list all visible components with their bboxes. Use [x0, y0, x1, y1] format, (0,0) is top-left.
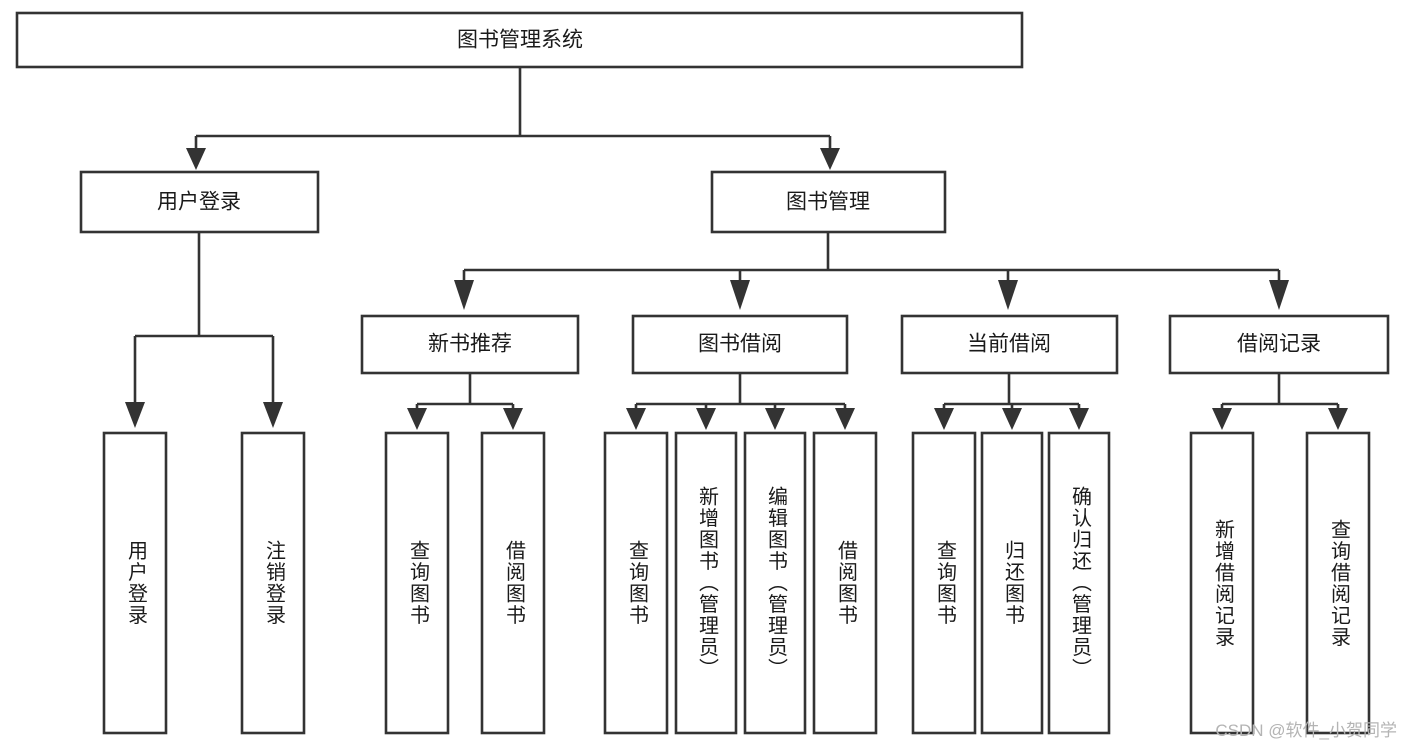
leaf-box-query-book-1[interactable]	[384, 431, 450, 735]
node-book-borrow-label: 图书借阅	[698, 333, 782, 356]
arrow-to-leaf-add-record	[1212, 408, 1232, 430]
leaf-box-add-record[interactable]	[1189, 431, 1255, 735]
node-book-manage[interactable]: 图书管理	[710, 170, 947, 234]
arrow-to-current-borrow	[998, 280, 1018, 310]
node-new-book-recommend[interactable]: 新书推荐	[360, 314, 580, 375]
node-borrow-record-label: 借阅记录	[1237, 333, 1321, 356]
leaf-box-add-book[interactable]	[674, 431, 738, 735]
watermark-text: CSDN @软件_小贺同学	[1215, 721, 1397, 740]
leaf-box-query-book-2[interactable]	[603, 431, 669, 735]
arrow-to-leaf-add-book	[696, 408, 716, 430]
arrow-to-leaf-borrow-book-1	[503, 408, 523, 430]
arrow-to-leaf-borrow-book-2	[835, 408, 855, 430]
leaf-box-confirm-return[interactable]	[1047, 431, 1111, 735]
node-book-borrow[interactable]: 图书借阅	[631, 314, 849, 375]
node-user-login-label: 用户登录	[157, 191, 241, 214]
node-root-box[interactable]	[15, 11, 1024, 69]
leaf-box-edit-book[interactable]	[743, 431, 807, 735]
arrow-to-leaf-logout	[263, 402, 283, 428]
arrow-to-leaf-return-book	[1002, 408, 1022, 430]
node-new-book-recommend-label: 新书推荐	[428, 333, 512, 356]
leaf-box-query-book-3[interactable]	[911, 431, 977, 735]
leaf-box-borrow-book-2[interactable]	[812, 431, 878, 735]
arrow-to-leaf-user-login	[125, 402, 145, 428]
node-root[interactable]: 图书管理系统	[15, 11, 1024, 69]
node-borrow-record-box[interactable]	[1168, 314, 1390, 375]
arrow-to-user-login	[186, 148, 206, 170]
node-book-borrow-box[interactable]	[631, 314, 849, 375]
node-book-manage-box[interactable]	[710, 170, 947, 234]
node-new-book-recommend-box[interactable]	[360, 314, 580, 375]
leaf-box-query-record[interactable]	[1305, 431, 1371, 735]
arrow-to-leaf-query-record	[1328, 408, 1348, 430]
node-current-borrow-label: 当前借阅	[967, 333, 1051, 356]
node-current-borrow[interactable]: 当前借阅	[900, 314, 1119, 375]
node-current-borrow-box[interactable]	[900, 314, 1119, 375]
leaf-box-borrow-book-1[interactable]	[480, 431, 546, 735]
arrow-to-leaf-query-book-3	[934, 408, 954, 430]
leaf-box-user-login[interactable]	[102, 431, 168, 735]
leaf-box-logout[interactable]	[240, 431, 306, 735]
arrow-to-leaf-confirm-return	[1069, 408, 1089, 430]
node-root-label: 图书管理系统	[457, 29, 583, 52]
node-book-manage-label: 图书管理	[786, 191, 870, 214]
arrow-to-borrow-record	[1269, 280, 1289, 310]
arrow-to-leaf-query-book-1	[407, 408, 427, 430]
node-borrow-record[interactable]: 借阅记录	[1168, 314, 1390, 375]
leaf-box-return-book[interactable]	[980, 431, 1044, 735]
arrow-to-leaf-query-book-2	[626, 408, 646, 430]
node-user-login[interactable]: 用户登录	[79, 170, 320, 234]
arrow-to-book-borrow	[730, 280, 750, 310]
arrow-to-new-book	[454, 280, 474, 310]
arrow-to-book-manage	[820, 148, 840, 170]
arrow-to-leaf-edit-book	[765, 408, 785, 430]
